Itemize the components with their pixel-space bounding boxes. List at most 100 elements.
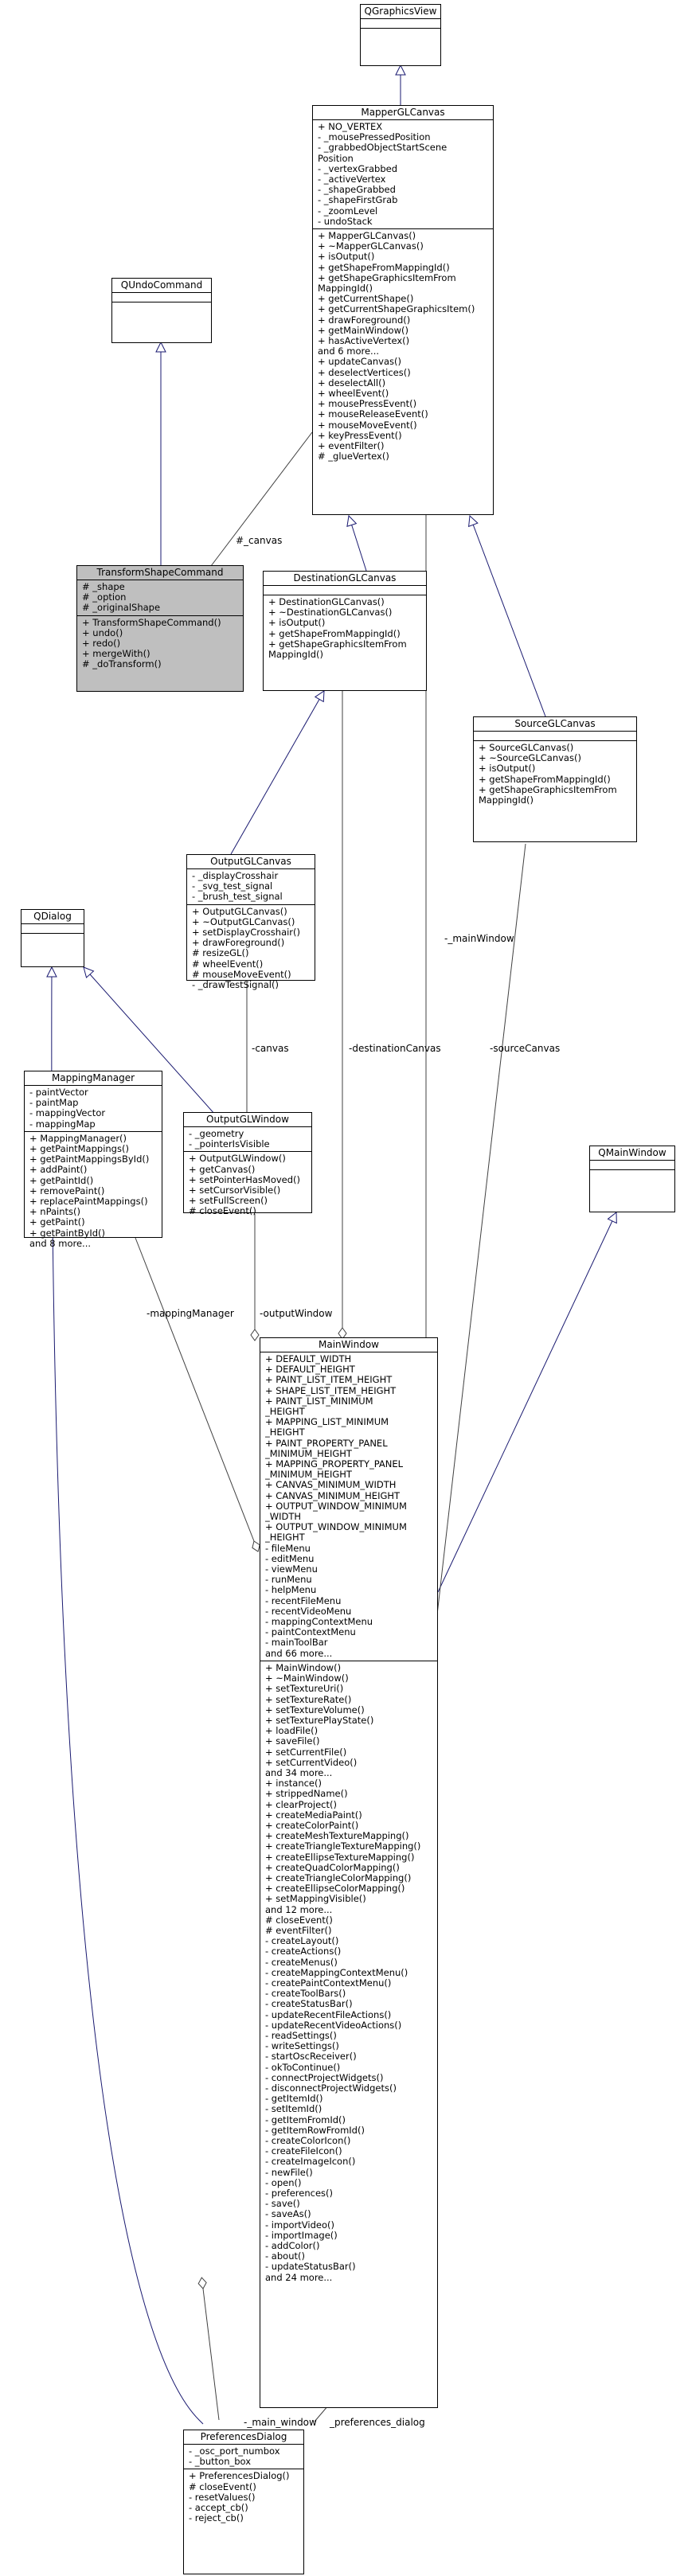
member: # closeEvent() <box>189 1206 256 1217</box>
edge-outputglwindow-qdialog <box>84 967 216 1115</box>
member: - _pointerIsVisible <box>189 1139 270 1150</box>
member: - createLayout() <box>265 1936 339 1947</box>
member: + SHAPE_LIST_ITEM_HEIGHT <box>265 1385 397 1396</box>
member: + setTextureRate() <box>265 1694 352 1705</box>
methods-section: + MappingManager()+ getPaintMappings()+ … <box>25 1132 162 1251</box>
member: + drawForeground() <box>318 314 411 326</box>
member: - updateStatusBar() <box>265 2262 356 2273</box>
class-mappingmanager[interactable]: MappingManager - paintVector- paintMap- … <box>24 1071 162 1249</box>
member: # _doTransform() <box>82 659 162 670</box>
member: + mouseReleaseEvent() <box>318 409 428 420</box>
class-qgraphicsview[interactable]: QGraphicsView <box>360 4 441 66</box>
class-title: QDialog <box>21 910 84 924</box>
member: + isOutput() <box>268 618 326 629</box>
edge-label-output-window: -outputWindow <box>260 1308 333 1319</box>
member: - createColorIcon() <box>265 2136 351 2147</box>
class-mainwindow[interactable]: MainWindow + DEFAULT_WIDTH+ DEFAULT_HEIG… <box>260 1337 438 2408</box>
member: + createEllipseTextureMapping() <box>265 1852 415 1863</box>
attributes-section <box>590 1161 674 1170</box>
member: - createStatusBar() <box>265 1999 353 2010</box>
edge-mappingmanager-mainwindow <box>135 1237 260 1552</box>
member: + getShapeFromMappingId() <box>318 262 450 273</box>
member: # closeEvent() <box>265 1914 333 1926</box>
member: + PAINT_PROPERTY_PANEL <box>265 1438 388 1449</box>
member: and 66 more... <box>265 1648 333 1659</box>
member: and 12 more... <box>265 1904 333 1915</box>
member: + setCurrentVideo() <box>265 1757 358 1768</box>
member: + getPaintById() <box>29 1228 105 1239</box>
member: + hasActiveVertex() <box>318 336 410 347</box>
member: - mappingVector <box>29 1108 106 1119</box>
edge-mainwindow-preferencesdialog <box>197 2277 220 2421</box>
member: # wheelEvent() <box>192 958 264 970</box>
member: - runMenu <box>265 1575 312 1586</box>
member: MappingId() <box>318 283 373 295</box>
edge-canvas-transformshapecommand <box>204 431 313 576</box>
member: + getMainWindow() <box>318 325 408 336</box>
member: + createEllipseColorMapping() <box>265 1883 405 1895</box>
member: - newFile() <box>265 2167 313 2178</box>
edge-destinationglcanvas-mapperglcanvas <box>349 516 367 572</box>
member: - updateRecentVideoActions() <box>265 2020 402 2031</box>
member: - _zoomLevel <box>318 205 378 217</box>
methods-section <box>112 302 211 311</box>
member: + PreferencesDialog() <box>189 2471 290 2482</box>
member: - getItemRowFromId() <box>265 2125 365 2136</box>
class-qdialog[interactable]: QDialog <box>21 909 84 967</box>
member: - getItemFromId() <box>265 2114 346 2125</box>
member: + getShapeGraphicsItemFrom <box>268 638 407 650</box>
attributes-section: + DEFAULT_WIDTH+ DEFAULT_HEIGHT+ PAINT_L… <box>260 1352 437 1661</box>
member: - _grabbedObjectStartScene <box>318 142 448 154</box>
member: + createTriangleColorMapping() <box>265 1872 412 1883</box>
member: + MAPPING_PROPERTY_PANEL <box>265 1459 404 1470</box>
member: - createActions() <box>265 1946 342 1957</box>
member: - _svg_test_signal <box>192 881 273 892</box>
member: - paintMap <box>29 1098 79 1109</box>
class-title: QGraphicsView <box>361 5 440 19</box>
member: - _button_box <box>189 2457 252 2468</box>
class-qmainwindow[interactable]: QMainWindow <box>589 1146 675 1212</box>
methods-section: + MainWindow()+ ~MainWindow()+ setTextur… <box>260 1661 437 2285</box>
member: + setFullScreen() <box>189 1196 268 1207</box>
class-outputglwindow[interactable]: OutputGLWindow - _geometry- _pointerIsVi… <box>183 1112 312 1216</box>
methods-section: + OutputGLWindow()+ getCanvas()+ setPoin… <box>184 1152 311 1218</box>
class-qundocommand[interactable]: QUndoCommand <box>111 278 212 343</box>
edge-label-source-canvas: -sourceCanvas <box>490 1043 561 1054</box>
member: MappingId() <box>479 795 534 806</box>
class-transformshapecommand[interactable]: TransformShapeCommand # _shape# _option#… <box>76 565 244 692</box>
class-destinationglcanvas[interactable]: DestinationGLCanvas + DestinationGLCanva… <box>263 571 427 691</box>
member: - saveAs() <box>265 2209 311 2220</box>
member: - okToContinue() <box>265 2062 341 2073</box>
class-title: DestinationGLCanvas <box>264 572 426 586</box>
member: + saveFile() <box>265 1736 320 1747</box>
member: + clearProject() <box>265 1799 337 1810</box>
class-outputglcanvas[interactable]: OutputGLCanvas - _displayCrosshair- _svg… <box>186 854 315 990</box>
member: + createColorPaint() <box>265 1820 359 1831</box>
member: + CANVAS_MINIMUM_HEIGHT <box>265 1490 401 1501</box>
member: - addColor() <box>265 2241 320 2252</box>
methods-section: + DestinationGLCanvas()+ ~DestinationGLC… <box>264 595 426 662</box>
member: + OUTPUT_WINDOW_MINIMUM <box>265 1501 407 1512</box>
methods-section: + MapperGLCanvas()+ ~MapperGLCanvas()+ i… <box>313 229 493 463</box>
class-title: QMainWindow <box>590 1146 674 1161</box>
attributes-section: - _displayCrosshair- _svg_test_signal- _… <box>187 869 315 905</box>
member: + updateCanvas() <box>318 357 401 368</box>
member: + ~MainWindow() <box>265 1673 349 1684</box>
attributes-section: + NO_VERTEX- _mousePressedPosition- _gra… <box>313 120 493 230</box>
member: - _brush_test_signal <box>192 892 283 903</box>
member: - accept_cb() <box>189 2503 248 2514</box>
member: - getItemId() <box>265 2094 323 2105</box>
class-preferencesdialog[interactable]: PreferencesDialog - _osc_port_numbox- _b… <box>183 2430 304 2574</box>
class-mapperglcanvas[interactable]: MapperGLCanvas + NO_VERTEX- _mousePresse… <box>312 105 494 515</box>
class-sourceglcanvas[interactable]: SourceGLCanvas + SourceGLCanvas()+ ~Sour… <box>473 716 637 842</box>
attributes-section: # _shape# _option# _originalShape <box>77 580 243 616</box>
member: + PAINT_LIST_MINIMUM <box>265 1395 373 1407</box>
class-title: PreferencesDialog <box>184 2430 303 2445</box>
member: and 6 more... <box>318 346 380 357</box>
methods-section <box>590 1170 674 1179</box>
member: # mouseMoveEvent() <box>192 969 291 980</box>
member: + getPaint() <box>29 1217 85 1228</box>
member: - createFileIcon() <box>265 2146 342 2157</box>
edge-label-destination-canvas: -destinationCanvas <box>349 1043 441 1054</box>
